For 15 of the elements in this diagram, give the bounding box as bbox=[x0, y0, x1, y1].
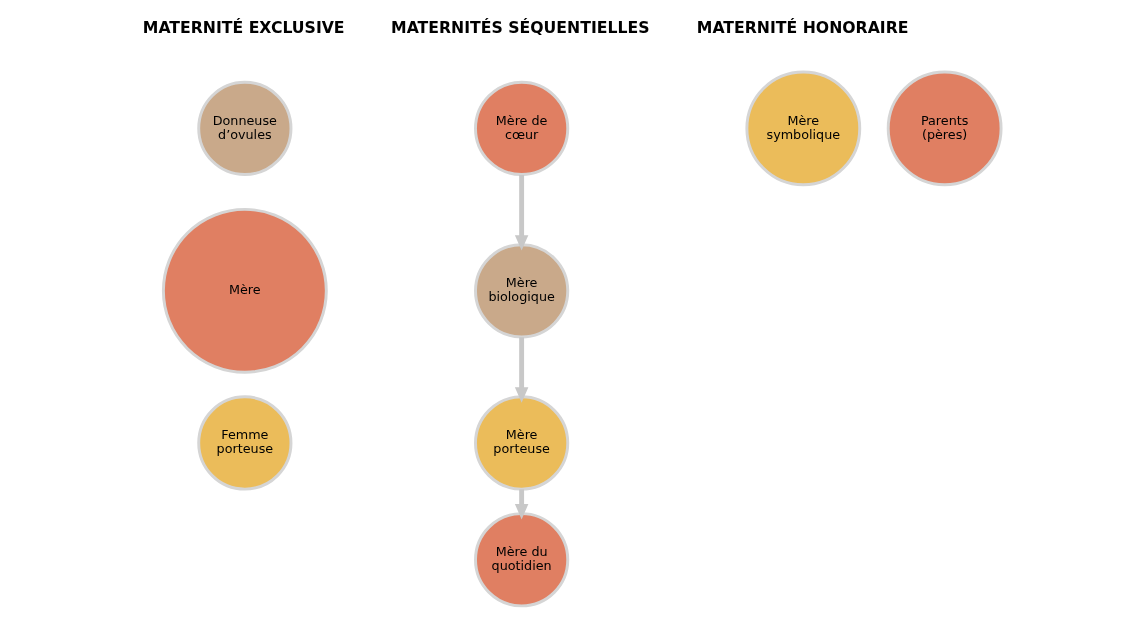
node-circle: Mère de cœur bbox=[473, 80, 569, 176]
node-circle: Parents (pères) bbox=[886, 70, 1003, 187]
node-circle: Mère du quotidien bbox=[473, 512, 569, 608]
arrow bbox=[514, 337, 528, 403]
label: MATERNITÉ EXCLUSIVE bbox=[142, 17, 345, 37]
label: MATERNITÉ HONORAIRE bbox=[696, 17, 908, 37]
label: MATERNITÉS SÉQUENTIELLES bbox=[390, 17, 649, 37]
node-circle: Mère symbolique bbox=[744, 70, 861, 187]
node-circle: Femme porteuse bbox=[196, 395, 292, 491]
node-circle: Donneuse d’ovules bbox=[196, 80, 292, 176]
node-circle: Mère porteuse bbox=[473, 395, 569, 491]
arrow bbox=[514, 174, 528, 251]
node-circle: Mère biologique bbox=[473, 243, 569, 339]
node-circle: Mère bbox=[161, 207, 328, 374]
arrow bbox=[514, 489, 528, 520]
